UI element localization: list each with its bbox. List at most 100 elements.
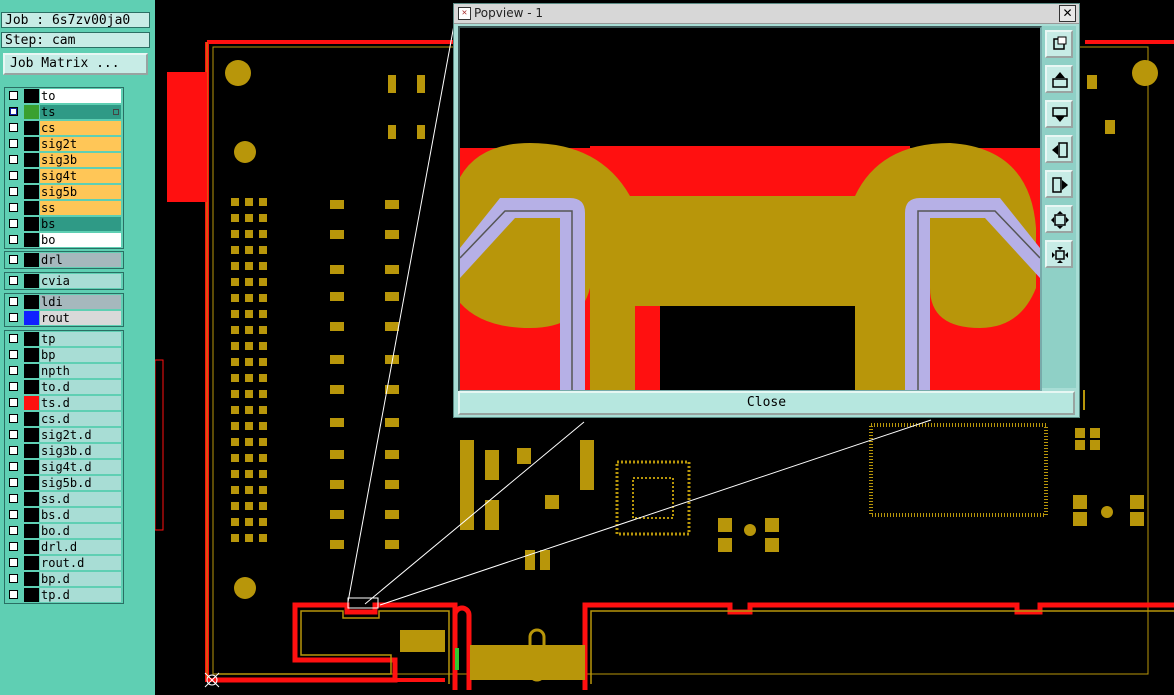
layer-checkbox[interactable] xyxy=(9,91,18,100)
layer-color-swatch[interactable] xyxy=(24,588,39,602)
layer-color-swatch[interactable] xyxy=(24,105,39,119)
layer-name[interactable]: rout.d xyxy=(40,556,121,570)
layer-row-bs-d[interactable]: bs.d xyxy=(5,507,123,523)
layer-row-ss[interactable]: ss xyxy=(5,200,123,216)
layer-color-swatch[interactable] xyxy=(24,428,39,442)
layer-row-sig3b-d[interactable]: sig3b.d xyxy=(5,443,123,459)
layer-checkbox[interactable] xyxy=(9,276,18,285)
layer-row-bs[interactable]: bs xyxy=(5,216,123,232)
layer-checkbox[interactable] xyxy=(9,430,18,439)
layer-name[interactable]: ts.d xyxy=(40,396,121,410)
layer-row-ts-d[interactable]: ts.d xyxy=(5,395,123,411)
layer-name[interactable]: cs.d xyxy=(40,412,121,426)
popview-window[interactable]: ✕ Popview - 1 ✕ Close xyxy=(453,3,1080,418)
layer-row-sig3b[interactable]: sig3b xyxy=(5,152,123,168)
layer-row-cs-d[interactable]: cs.d xyxy=(5,411,123,427)
layer-color-swatch[interactable] xyxy=(24,169,39,183)
layer-name[interactable]: sig2t.d xyxy=(40,428,121,442)
layer-color-swatch[interactable] xyxy=(24,572,39,586)
layer-checkbox[interactable] xyxy=(9,171,18,180)
close-button[interactable]: Close xyxy=(458,391,1075,415)
layer-name[interactable]: sig4t xyxy=(40,169,121,183)
layer-name[interactable]: bo xyxy=(40,233,121,247)
layer-row-sig4t-d[interactable]: sig4t.d xyxy=(5,459,123,475)
layer-color-swatch[interactable] xyxy=(24,233,39,247)
layer-row-bp-d[interactable]: bp.d xyxy=(5,571,123,587)
layer-checkbox[interactable] xyxy=(9,494,18,503)
layer-row-drl-d[interactable]: drl.d xyxy=(5,539,123,555)
layer-row-cs[interactable]: cs xyxy=(5,120,123,136)
layer-row-to[interactable]: to xyxy=(5,88,123,104)
layer-row-bo[interactable]: bo xyxy=(5,232,123,248)
layer-color-swatch[interactable] xyxy=(24,217,39,231)
layer-color-swatch[interactable] xyxy=(24,364,39,378)
layer-color-swatch[interactable] xyxy=(24,295,39,309)
layer-row-bp[interactable]: bp xyxy=(5,347,123,363)
layer-name[interactable]: bs xyxy=(40,217,121,231)
layer-color-swatch[interactable] xyxy=(24,185,39,199)
layer-row-ldi[interactable]: ldi xyxy=(5,294,123,310)
layer-checkbox[interactable] xyxy=(9,187,18,196)
layer-row-sig2t[interactable]: sig2t xyxy=(5,136,123,152)
pan-down-button[interactable] xyxy=(1045,100,1073,128)
layer-color-swatch[interactable] xyxy=(24,476,39,490)
layer-row-sig5b[interactable]: sig5b xyxy=(5,184,123,200)
layer-checkbox[interactable] xyxy=(9,155,18,164)
layer-color-swatch[interactable] xyxy=(24,556,39,570)
layer-row-cvia[interactable]: cvia xyxy=(5,273,123,289)
layer-name[interactable]: sig3b xyxy=(40,153,121,167)
layer-color-swatch[interactable] xyxy=(24,137,39,151)
layer-name[interactable]: bp xyxy=(40,348,121,362)
layer-name[interactable]: cvia xyxy=(40,274,121,288)
layer-name[interactable]: sig5b.d xyxy=(40,476,121,490)
layer-color-swatch[interactable] xyxy=(24,380,39,394)
layer-row-sig5b-d[interactable]: sig5b.d xyxy=(5,475,123,491)
popview-titlebar[interactable]: ✕ Popview - 1 ✕ xyxy=(454,4,1079,24)
layer-checkbox[interactable] xyxy=(9,297,18,306)
layer-checkbox[interactable] xyxy=(9,366,18,375)
zoom-out-button[interactable] xyxy=(1045,240,1073,268)
layer-checkbox[interactable] xyxy=(9,510,18,519)
layer-checkbox[interactable] xyxy=(9,123,18,132)
layer-checkbox[interactable] xyxy=(9,478,18,487)
layer-row-rout[interactable]: rout xyxy=(5,310,123,326)
pan-up-button[interactable] xyxy=(1045,65,1073,93)
layer-name[interactable]: sig2t xyxy=(40,137,121,151)
layer-checkbox[interactable] xyxy=(9,462,18,471)
board-canvas[interactable] xyxy=(155,0,1174,695)
layer-row-rout-d[interactable]: rout.d xyxy=(5,555,123,571)
zoom-window-button[interactable] xyxy=(1045,30,1073,58)
layer-color-swatch[interactable] xyxy=(24,492,39,506)
layer-name[interactable]: drl xyxy=(40,253,121,267)
layer-row-sig4t[interactable]: sig4t xyxy=(5,168,123,184)
layer-checkbox[interactable] xyxy=(9,398,18,407)
layer-checkbox[interactable] xyxy=(9,590,18,599)
layer-row-tp[interactable]: tp xyxy=(5,331,123,347)
layer-name[interactable]: ldi xyxy=(40,295,121,309)
layer-color-swatch[interactable] xyxy=(24,253,39,267)
layer-checkbox[interactable] xyxy=(9,446,18,455)
layer-color-swatch[interactable] xyxy=(24,508,39,522)
close-icon[interactable]: ✕ xyxy=(1059,5,1076,22)
layer-color-swatch[interactable] xyxy=(24,153,39,167)
layer-name[interactable]: sig4t.d xyxy=(40,460,121,474)
layer-name[interactable]: tp.d xyxy=(40,588,121,602)
layer-checkbox[interactable] xyxy=(9,313,18,322)
job-matrix-button[interactable]: Job Matrix ... xyxy=(3,53,148,75)
layer-color-swatch[interactable] xyxy=(24,412,39,426)
layer-checkbox[interactable] xyxy=(9,414,18,423)
zoom-in-button[interactable] xyxy=(1045,205,1073,233)
layer-name[interactable]: tp xyxy=(40,332,121,346)
layer-checkbox[interactable] xyxy=(9,235,18,244)
layer-row-tp-d[interactable]: tp.d xyxy=(5,587,123,603)
layer-name[interactable]: cs xyxy=(40,121,121,135)
layer-name[interactable]: bo.d xyxy=(40,524,121,538)
layer-name[interactable]: ss.d xyxy=(40,492,121,506)
layer-color-swatch[interactable] xyxy=(24,311,39,325)
pan-left-button[interactable] xyxy=(1045,135,1073,163)
layer-checkbox[interactable] xyxy=(9,382,18,391)
pan-right-button[interactable] xyxy=(1045,170,1073,198)
layer-checkbox[interactable] xyxy=(9,219,18,228)
layer-color-swatch[interactable] xyxy=(24,348,39,362)
layer-color-swatch[interactable] xyxy=(24,121,39,135)
